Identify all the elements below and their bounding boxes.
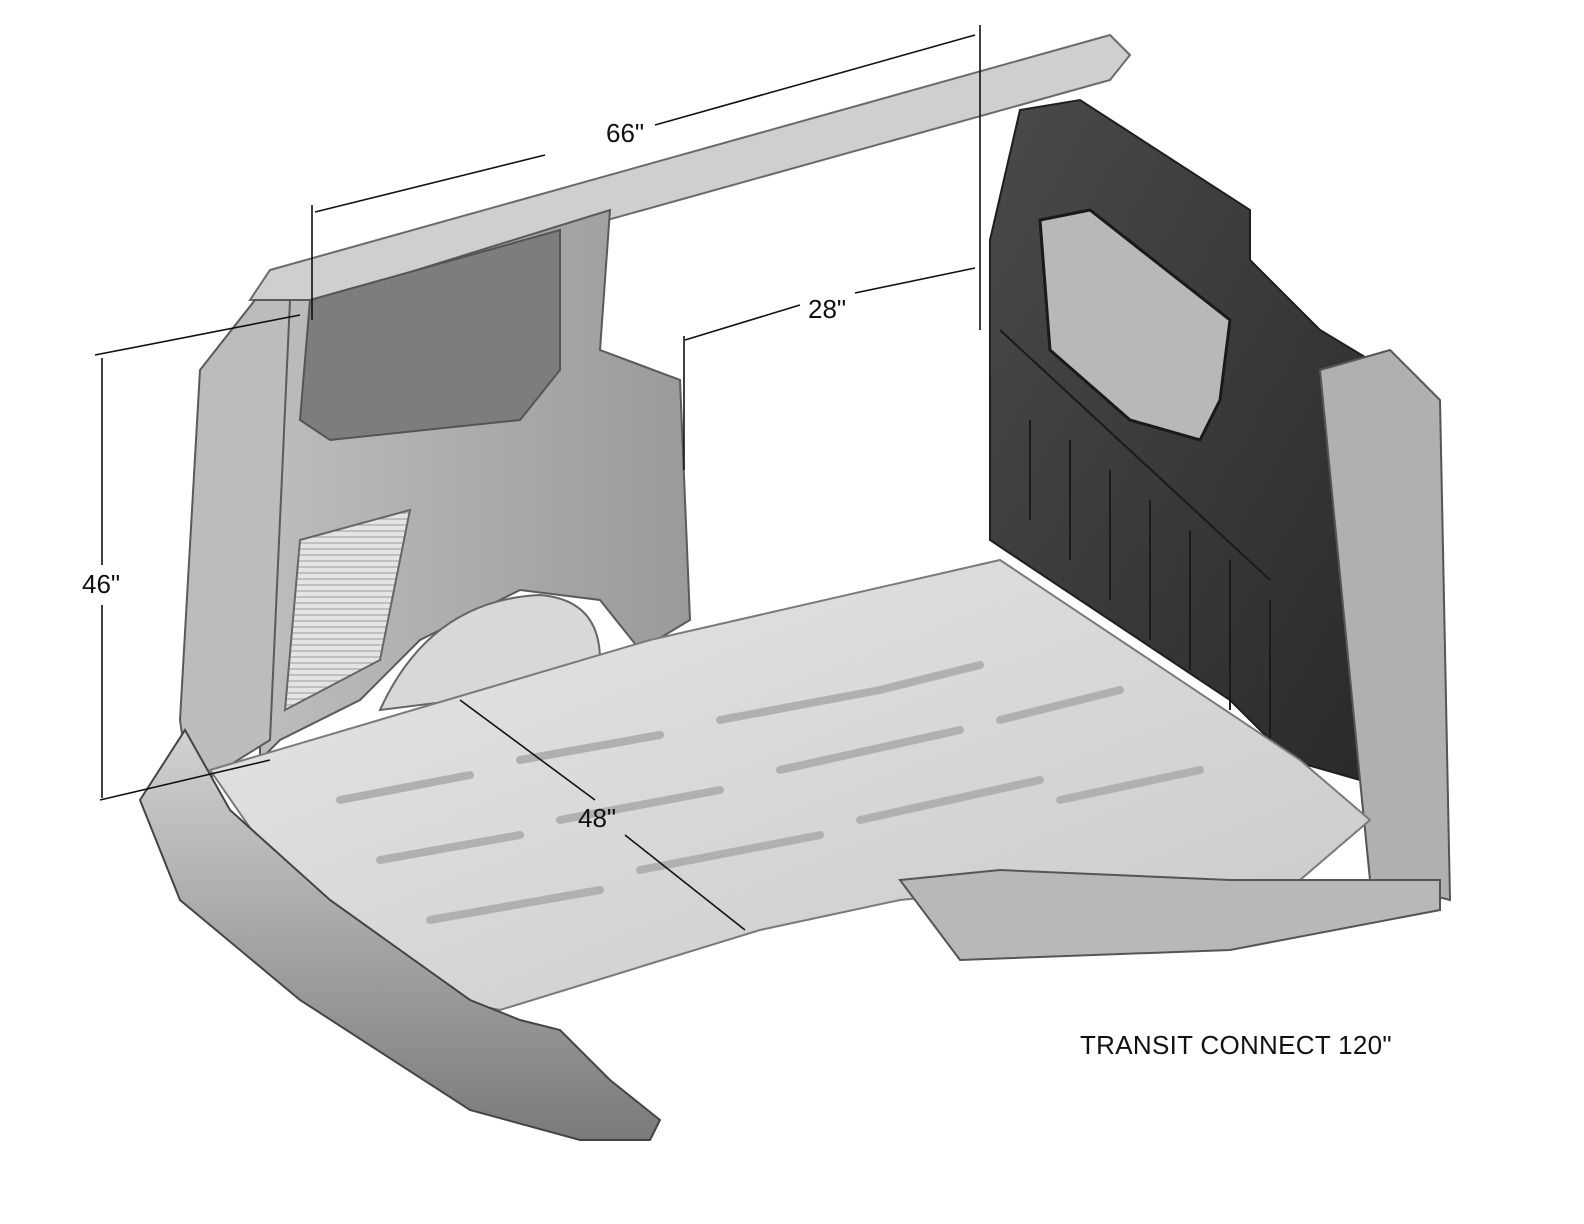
dim-28-line-a xyxy=(684,304,801,341)
left-pillar xyxy=(178,299,292,792)
dim-48-line-a xyxy=(459,699,596,801)
dimension-lines xyxy=(94,25,981,931)
dim-66-line-b xyxy=(654,34,976,126)
dim-46-bottom-ext xyxy=(99,759,271,801)
dim-wheel-well-label: 28" xyxy=(808,294,846,324)
dim-height-label: 46" xyxy=(82,569,120,599)
dim-28-line-b xyxy=(854,267,976,294)
right-pillar xyxy=(1318,348,1452,902)
left-wall-recess xyxy=(298,228,561,442)
dim-width-label: 48" xyxy=(578,803,616,833)
model-label: TRANSIT CONNECT 120" xyxy=(1080,1030,1392,1060)
right-wall-ribs xyxy=(999,329,1271,740)
rear-bumper xyxy=(138,728,662,1141)
dim-length-label: 66" xyxy=(606,118,644,148)
dim-46-top-ext xyxy=(94,314,301,356)
dim-48-line-b xyxy=(624,834,746,931)
left-wall-vent-grille xyxy=(283,508,412,712)
dim-66-line-a xyxy=(314,154,546,213)
right-sill xyxy=(898,868,1441,962)
floor-ribs xyxy=(336,661,1204,924)
right-wall-window xyxy=(1038,208,1232,442)
